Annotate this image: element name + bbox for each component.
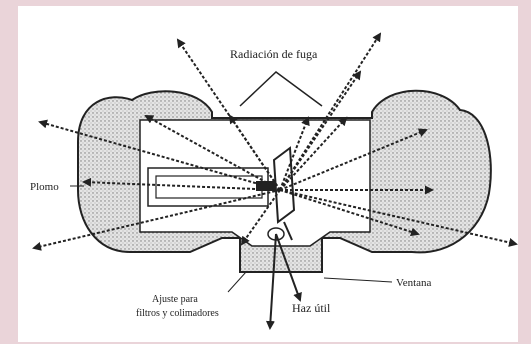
useful-beam-label: Haz útil — [292, 301, 331, 315]
leakage-radiation-label: Radiación de fuga — [230, 47, 318, 61]
filter-mount-label-line2: filtros y colimadores — [136, 308, 219, 319]
lead-label: Plomo — [30, 181, 59, 193]
window-label: Ventana — [396, 277, 432, 289]
filter-mount-label-line1: Ajuste para — [152, 294, 198, 305]
